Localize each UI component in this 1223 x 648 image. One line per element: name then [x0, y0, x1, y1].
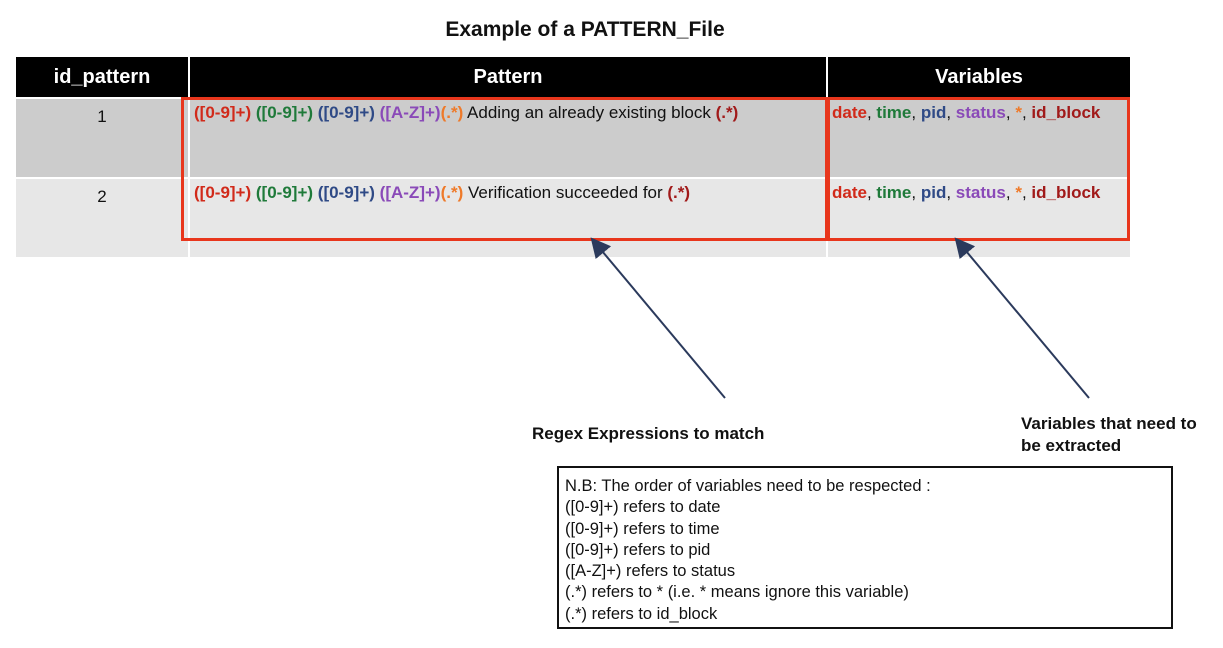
- var-pid: pid: [920, 103, 947, 122]
- note-line: ([A-Z]+) refers to status: [565, 562, 736, 581]
- diagram-title: Example of a PATTERN_File: [445, 18, 725, 41]
- arrow-to-pattern: [590, 237, 726, 399]
- note-line: ([0-9]+) refers to pid: [565, 540, 711, 559]
- var-id-block: id_block: [1031, 103, 1101, 122]
- regex-time-token: ([0-9]+): [255, 183, 314, 202]
- note-line: (.*) refers to * (i.e. * means ignore th…: [565, 583, 909, 602]
- variables-highlight-box: [827, 97, 1130, 241]
- var-separator: ,: [946, 183, 956, 202]
- row-id: 1: [97, 107, 107, 126]
- variables-caption-line-1: Variables that need to: [1021, 414, 1197, 433]
- regex-pid-token: ([0-9]+): [317, 103, 375, 122]
- header-variables: Variables: [827, 57, 1130, 98]
- pattern-literal-text: Verification succeeded for: [467, 183, 663, 202]
- table-row: 2 ([0-9]+) ([0-9]+) ([0-9]+) ([A-Z]+)(.*…: [16, 177, 1130, 257]
- variables-caption: Variables that need to be extracted: [1021, 413, 1197, 457]
- variables-caption-line-2: be extracted: [1021, 436, 1122, 455]
- pattern-cell: ([0-9]+) ([0-9]+) ([0-9]+) ([A-Z]+)(.*) …: [189, 177, 828, 257]
- var-separator: ,: [1005, 183, 1016, 202]
- pattern-highlight-box: [181, 97, 828, 241]
- var-status: status: [955, 183, 1006, 202]
- row-id-cell: 2: [16, 177, 190, 257]
- pattern-literal-text: Adding an already existing block: [467, 103, 711, 122]
- note-line: N.B: The order of variables need to be r…: [565, 477, 931, 495]
- var-separator: ,: [911, 103, 921, 122]
- var-separator: ,: [1021, 103, 1032, 122]
- note-line: (.*) refers to id_block: [565, 604, 718, 623]
- var-time: time: [876, 103, 912, 122]
- regex-pid-token: ([0-9]+): [317, 183, 375, 202]
- variables-cell: date, time, pid, status, *, id_block: [827, 97, 1130, 178]
- pattern-cell: ([0-9]+) ([0-9]+) ([0-9]+) ([A-Z]+)(.*) …: [189, 97, 828, 178]
- regex-date-token: ([0-9]+): [194, 103, 252, 122]
- header-id-pattern: id_pattern: [16, 57, 190, 98]
- header-pattern: Pattern: [189, 57, 828, 98]
- regex-id-block-token: (.*): [715, 103, 739, 122]
- var-separator: ,: [1021, 183, 1032, 202]
- regex-star-token: (.*): [440, 103, 464, 122]
- var-separator: ,: [1005, 103, 1016, 122]
- var-star: *: [1015, 183, 1022, 202]
- variables-cell: date, time, pid, status, *, id_block: [827, 177, 1130, 257]
- note-line: ([0-9]+) refers to date: [565, 498, 721, 517]
- pattern-table: id_pattern Pattern Variables 1 ([0-9]+) …: [16, 57, 1130, 257]
- table-header-row: id_pattern Pattern Variables: [16, 57, 1130, 98]
- var-separator: ,: [866, 103, 877, 122]
- var-date: date: [832, 103, 867, 122]
- var-date: date: [832, 183, 867, 202]
- var-separator: ,: [946, 103, 956, 122]
- arrow-to-variables: [954, 237, 1090, 399]
- row-id: 2: [97, 187, 107, 206]
- var-pid: pid: [920, 183, 947, 202]
- var-id-block: id_block: [1031, 183, 1101, 202]
- row-id-cell: 1: [16, 97, 190, 178]
- var-separator: ,: [911, 183, 921, 202]
- regex-star-token: (.*): [440, 183, 464, 202]
- regex-status-token: ([A-Z]+): [379, 183, 441, 202]
- var-status: status: [955, 103, 1006, 122]
- var-separator: ,: [866, 183, 877, 202]
- regex-caption: Regex Expressions to match: [532, 424, 765, 443]
- regex-time-token: ([0-9]+): [255, 103, 314, 122]
- note-box: N.B: The order of variables need to be r…: [557, 466, 1173, 629]
- table-row: 1 ([0-9]+) ([0-9]+) ([0-9]+) ([A-Z]+)(.*…: [16, 97, 1130, 178]
- note-line: ([0-9]+) refers to time: [565, 519, 720, 538]
- regex-status-token: ([A-Z]+): [379, 103, 441, 122]
- var-star: *: [1015, 103, 1022, 122]
- var-time: time: [876, 183, 912, 202]
- regex-id-block-token: (.*): [667, 183, 691, 202]
- regex-date-token: ([0-9]+): [194, 183, 252, 202]
